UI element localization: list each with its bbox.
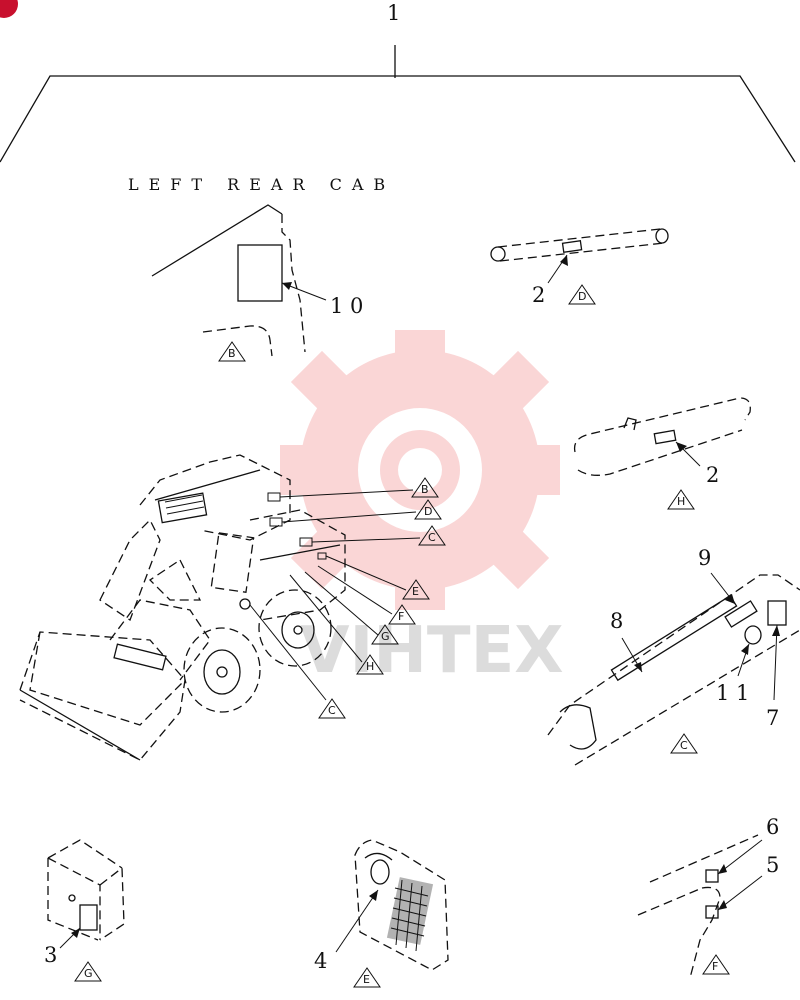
label-7: 7 <box>766 706 779 730</box>
ref-h-main: H <box>366 660 374 673</box>
skid-steer-main-view <box>19 454 346 761</box>
decal-11 <box>744 625 762 645</box>
label-8: 8 <box>610 609 623 633</box>
decal-2-top <box>561 240 583 253</box>
decal-7 <box>767 600 787 626</box>
label-3: 3 <box>44 943 57 967</box>
decal-6 <box>705 869 719 883</box>
decal-10 <box>237 244 283 302</box>
decal-8 <box>610 594 738 682</box>
detail-f-panel: 6 5 F <box>637 815 779 979</box>
label-1: 1 <box>387 1 400 25</box>
assembly-bracket: 1 <box>0 1 796 163</box>
decal-3 <box>79 904 98 931</box>
ref-d-detail: D <box>578 290 586 303</box>
detail-e-grille: 4 E <box>314 839 449 988</box>
decal-9 <box>724 600 758 628</box>
label-5: 5 <box>766 853 779 877</box>
watermark-gear-icon <box>280 330 560 610</box>
ref-f-detail: F <box>712 960 718 973</box>
label-10: 1 0 <box>330 294 363 318</box>
ref-b-detail: B <box>228 347 236 360</box>
ref-b-main: B <box>421 483 429 496</box>
label-2-top: 2 <box>532 283 545 307</box>
detail-g-box: 3 G <box>44 839 125 982</box>
ref-c-main-2: C <box>328 704 336 717</box>
ref-g-main: G <box>381 630 390 643</box>
decal-5 <box>705 905 719 919</box>
ref-e-detail: E <box>363 973 370 986</box>
ref-h-detail: H <box>677 495 685 508</box>
detail-d-link: 2 D <box>490 228 669 307</box>
label-6: 6 <box>766 815 779 839</box>
detail-c-boom: 9 8 1 1 7 C <box>547 546 800 766</box>
ref-d-main: D <box>424 505 432 518</box>
main-view-reference-triangles: B D C E F G H C <box>318 477 446 719</box>
label-2-mid: 2 <box>706 463 719 487</box>
reference-leaders <box>249 489 421 701</box>
ref-c-main: C <box>428 531 436 544</box>
detail-b-cab: LEFT REAR CAB 1 0 B <box>128 175 395 362</box>
ref-g-detail: G <box>84 967 93 980</box>
ref-c-detail: C <box>680 739 688 752</box>
ref-e-main: E <box>412 585 419 598</box>
detail-h-arm: 2 H <box>573 397 751 510</box>
label-4: 4 <box>314 949 327 973</box>
ref-f-main: F <box>398 610 404 623</box>
caption-left-rear-cab: LEFT REAR CAB <box>128 175 395 194</box>
label-9: 9 <box>698 546 711 570</box>
decal-2-mid <box>653 429 677 445</box>
corner-badge-icon <box>0 0 18 18</box>
watermark-text: VIHTEX <box>300 614 564 688</box>
label-11: 1 1 <box>716 681 749 705</box>
